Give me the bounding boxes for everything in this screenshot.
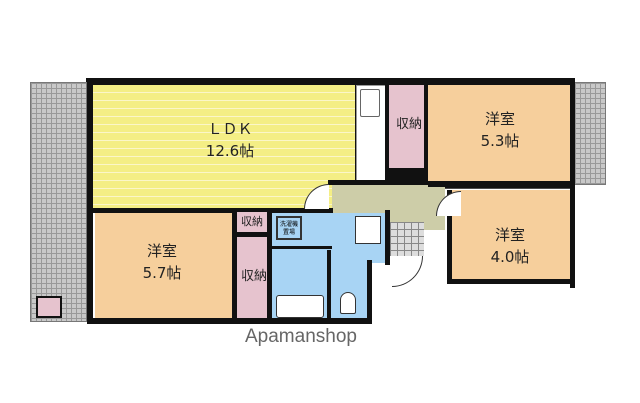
washer-space: 洗濯機置場 (276, 216, 302, 240)
room-5-3 (428, 85, 570, 182)
wall-block (87, 78, 93, 324)
wall-block (424, 85, 428, 185)
sink (360, 89, 380, 117)
wall-block (237, 232, 270, 237)
storage-1-label: 収納 (395, 117, 422, 132)
storage-3 (237, 237, 267, 318)
outdoor-storage (36, 296, 62, 318)
wall-block (385, 210, 390, 265)
room-5-7 (95, 213, 232, 318)
wall-block (367, 260, 372, 320)
bathtub (276, 295, 324, 318)
wall-block (93, 208, 333, 213)
storage-2 (237, 212, 267, 232)
entrance-door[interactable] (392, 256, 423, 287)
wall-block (87, 78, 575, 86)
wall-block (385, 85, 389, 185)
storage-2-label: 収納 (241, 215, 263, 228)
storage-1 (389, 85, 424, 168)
toilet (340, 292, 356, 314)
wall-block (232, 210, 237, 320)
balcony-right (574, 82, 606, 185)
room-4-0 (447, 190, 570, 284)
watermark-text: Apamanshop (245, 326, 357, 347)
kitchen (356, 85, 386, 181)
wall-block (267, 210, 272, 320)
wall-block (327, 250, 331, 320)
wall-block (87, 318, 372, 324)
balcony-left (30, 82, 87, 322)
wall-block (272, 246, 332, 249)
storage-3-label: 収納 (240, 269, 267, 284)
wall-block (428, 181, 575, 187)
entrance (390, 222, 424, 256)
vanity (355, 216, 381, 244)
wall-block (328, 180, 428, 185)
room-ldk (93, 85, 355, 209)
